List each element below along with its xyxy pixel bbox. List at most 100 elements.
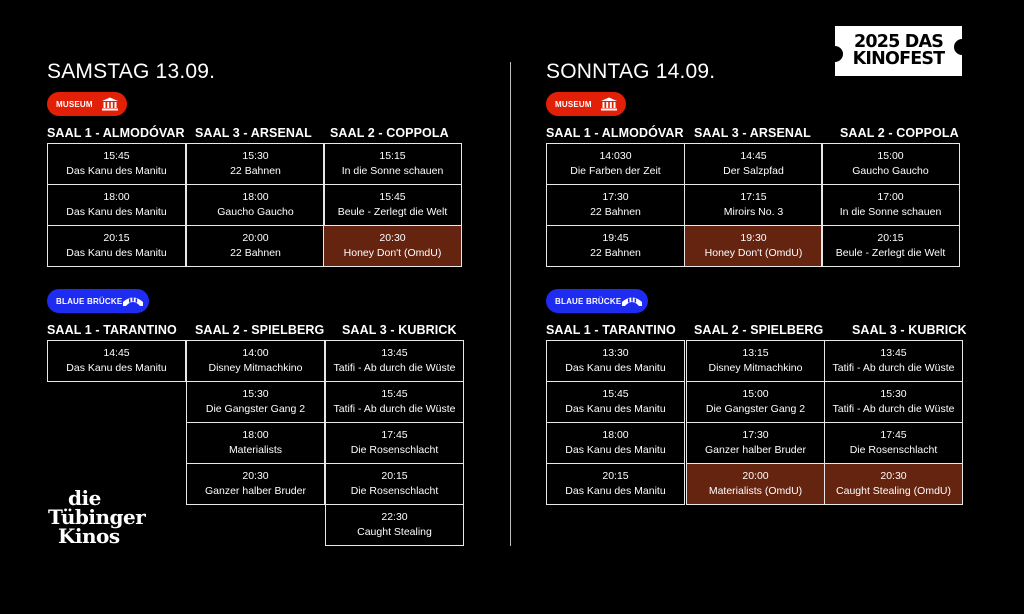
screening-film: Das Kanu des Manitu (66, 362, 167, 374)
day-title-saturday: SAMSTAG 13.09. (47, 60, 216, 83)
column-header-museum-3: SAAL 2 - COPPOLA (330, 126, 449, 140)
column-header-bruecke-1: SAAL 1 - TARANTINO (546, 323, 676, 337)
screening-film: Beule - Zerlegt die Welt (835, 247, 946, 259)
screening-time: 15:15 (379, 150, 406, 162)
column-header-bruecke-2: SAAL 2 - SPIELBERG (195, 323, 325, 337)
kinos-logo-line3: Kinos (58, 524, 120, 548)
screening-time: 20:30 (242, 470, 269, 482)
screening-film: Gaucho Gaucho (852, 165, 929, 177)
screening-time: 13:45 (880, 347, 907, 359)
column-header-museum-3: SAAL 2 - COPPOLA (840, 126, 959, 140)
screening-time: 20:15 (381, 470, 408, 482)
screening-film: Tatifi - Ab durch die Wüste (832, 362, 955, 374)
tuebinger-kinos-logo: die Tübinger Kinos (48, 488, 163, 551)
screening-film: Gaucho Gaucho (217, 206, 294, 218)
screening-film: Das Kanu des Manitu (565, 362, 666, 374)
screening-time: 20:15 (103, 232, 130, 244)
screening-film: Das Kanu des Manitu (66, 165, 167, 177)
screening-time: 20:30 (880, 470, 907, 482)
screening-cell: 17:00 In die Sonne schauen (821, 184, 960, 226)
screening-time: 15:30 (880, 388, 907, 400)
venue-badge-bruecke-sunday: BLAUE BRÜCKE (546, 289, 648, 313)
screening-film: Miroirs No. 3 (723, 206, 784, 218)
venue-badge-label: MUSEUM (56, 99, 93, 109)
screening-film: 22 Bahnen (590, 206, 641, 218)
screening-film: Die Rosenschlacht (350, 444, 439, 456)
screening-time: 17:00 (877, 191, 904, 203)
screening-film: Das Kanu des Manitu (565, 444, 666, 456)
screening-film: Die Rosenschlacht (849, 444, 938, 456)
venue-badge-bruecke-saturday: BLAUE BRÜCKE (47, 289, 149, 313)
screening-time: 15:45 (381, 388, 408, 400)
column-header-bruecke-3: SAAL 3 - KUBRICK (852, 323, 967, 337)
screening-film: In die Sonne schauen (839, 206, 942, 218)
screening-time: 18:00 (103, 191, 130, 203)
screening-time: 15:45 (602, 388, 629, 400)
kinofest-logo-line1: 2025 DAS (853, 32, 944, 52)
screening-time: 15:45 (379, 191, 406, 203)
screening-time: 19:30 (740, 232, 767, 244)
screening-time: 15:30 (242, 150, 269, 162)
venue-badge-label: MUSEUM (555, 99, 592, 109)
screening-film: In die Sonne schauen (341, 165, 444, 177)
screening-time: 17:45 (880, 429, 907, 441)
screening-film: Das Kanu des Manitu (565, 485, 666, 497)
screening-time: 13:45 (381, 347, 408, 359)
screening-film: 22 Bahnen (230, 247, 281, 259)
column-header-museum-2: SAAL 3 - ARSENAL (694, 126, 811, 140)
screening-time: 15:30 (242, 388, 269, 400)
screening-time: 19:45 (602, 232, 629, 244)
column-header-museum-2: SAAL 3 - ARSENAL (195, 126, 312, 140)
screening-time: 22:30 (381, 511, 408, 523)
screening-time: 20:00 (742, 470, 769, 482)
venue-badge-museum-saturday: MUSEUM (47, 92, 127, 116)
screening-film: Tatifi - Ab durch die Wüste (333, 403, 456, 415)
screening-time: 17:15 (740, 191, 767, 203)
screening-time: 17:30 (742, 429, 769, 441)
venue-badge-museum-sunday: MUSEUM (546, 92, 626, 116)
column-header-bruecke-3: SAAL 3 - KUBRICK (342, 323, 457, 337)
venue-badge-label: BLAUE BRÜCKE (555, 296, 622, 306)
screening-film: Das Kanu des Manitu (66, 206, 167, 218)
screening-film: Caught Stealing (357, 526, 432, 538)
screening-film: Die Gangster Gang 2 (705, 403, 806, 415)
screening-film: Der Salzpfad (723, 165, 784, 177)
screening-film: Die Rosenschlacht (350, 485, 439, 497)
screening-film: Ganzer halber Bruder (705, 444, 806, 456)
column-header-bruecke-2: SAAL 2 - SPIELBERG (694, 323, 824, 337)
screening-time: 15:00 (877, 150, 904, 162)
screening-film: Disney Mitmachkino (708, 362, 803, 374)
screening-time: 20:15 (877, 232, 904, 244)
screening-film: Das Kanu des Manitu (565, 403, 666, 415)
screening-time: 20:30 (379, 232, 406, 244)
screening-time: 14:45 (740, 150, 767, 162)
day-title-sunday: SONNTAG 14.09. (546, 60, 716, 83)
screening-film: Materialists (228, 444, 283, 456)
screening-time: 14:030 (599, 150, 632, 162)
screening-film: Tatifi - Ab durch die Wüste (333, 362, 456, 374)
screening-time: 14:00 (242, 347, 269, 359)
screening-film: Honey Don't (OmdU) (704, 247, 803, 259)
kinofest-logo: 2025 DAS KINOFEST (833, 24, 964, 78)
screening-cell: 15:15 In die Sonne schauen (323, 143, 462, 185)
